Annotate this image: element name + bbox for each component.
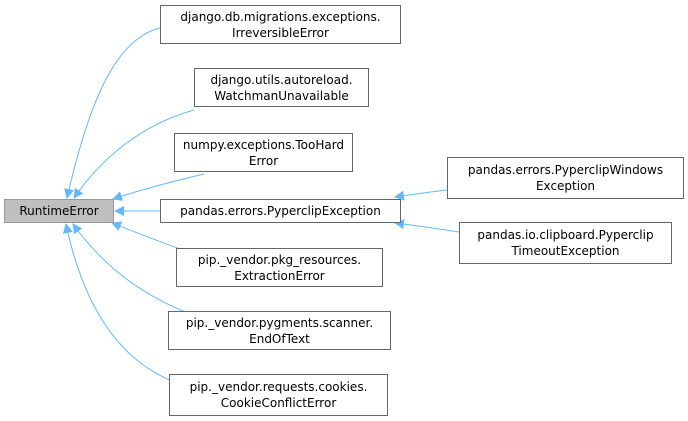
edge-watchmanunavailable [73,109,195,199]
node-runtimeerror[interactable]: RuntimeError [4,199,114,223]
node-toohard-error[interactable]: numpy.exceptions.TooHard Error [174,133,353,172]
node-label-line1: django.utils.autoreload. [210,72,353,87]
node-label-line1: pip._vendor.pkg_resources. [197,252,362,267]
node-label-line1: numpy.exceptions.TooHard [182,137,345,152]
edge-timeoutexception [394,219,460,233]
node-label-line1: pandas.errors.PyperclipException [180,204,381,218]
node-label-line2: Error [248,153,279,168]
node-irreversibleerror[interactable]: django.db.migrations.exceptions. Irrever… [160,5,401,44]
node-label-line1: pandas.errors.PyperclipWindows [467,163,664,177]
node-label-line2: IrreversibleError [232,25,329,40]
node-label-line2: ExtractionError [234,268,325,283]
node-watchmanunavailable[interactable]: django.utils.autoreload. WatchmanUnavail… [194,68,369,107]
node-label-line1: django.db.migrations.exceptions. [180,9,381,24]
node-label-line1: pandas.io.clipboard.Pyperclip [477,228,654,242]
node-label-line2: WatchmanUnavailable [214,88,349,103]
node-label-line2: TimeoutException [511,244,620,258]
node-timeoutexception[interactable]: pandas.io.clipboard.Pyperclip TimeoutExc… [459,222,672,264]
node-endoftext[interactable]: pip._vendor.pygments.scanner. EndOfText [168,311,391,350]
node-label-line1: pip._vendor.requests.cookies. [189,380,368,394]
node-pyperclipexception[interactable]: pandas.errors.PyperclipException [160,199,401,223]
edge-toohard-error [112,173,205,201]
node-label-line2: EndOfText [249,331,310,346]
node-label: RuntimeError [19,204,99,218]
node-label-line2: CookieConflictError [220,396,337,410]
node-cookieconflicterror[interactable]: pip._vendor.requests.cookies. CookieConf… [169,374,388,416]
node-extractionerror[interactable]: pip._vendor.pkg_resources. ExtractionErr… [176,248,383,287]
node-label-line1: pip._vendor.pygments.scanner. [185,315,374,330]
node-label-line2: Exception [535,179,596,193]
edge-irreversibleerror [64,27,161,199]
edge-pyperclipwindowsexception [394,189,448,201]
edge-cookieconflicterror [62,223,181,385]
node-pyperclipwindowsexception[interactable]: pandas.errors.PyperclipWindows Exception [447,157,684,199]
edge-endoftext [72,223,189,314]
